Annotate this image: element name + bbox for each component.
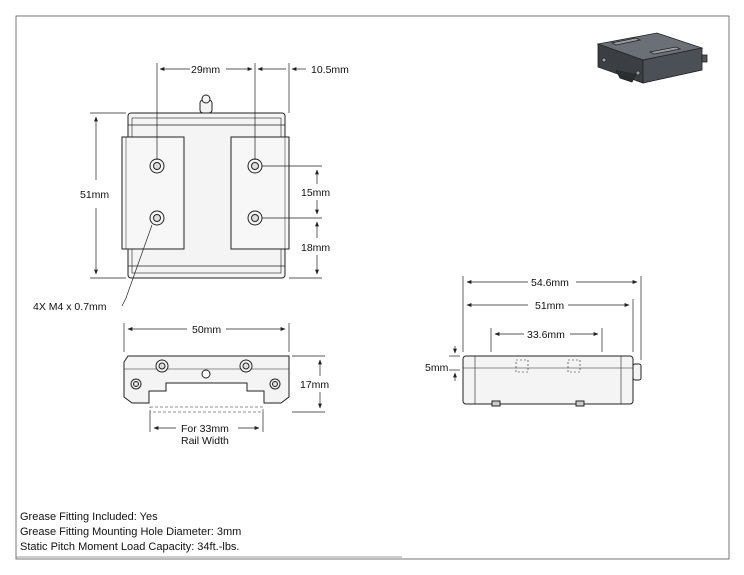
side-view-dimensions	[449, 276, 642, 381]
dim-15mm: 15mm	[301, 187, 330, 199]
front-view-dimensions	[123, 323, 325, 432]
dim-29mm: 29mm	[191, 64, 220, 76]
spec-moment-load-capacity: Static Pitch Moment Load Capacity: 34ft.…	[20, 541, 240, 553]
sheet-border	[15, 15, 730, 560]
dim-51mm-top: 51mm	[80, 189, 109, 201]
front-view	[123, 355, 290, 413]
dim-18mm: 18mm	[301, 242, 330, 254]
side-view	[462, 355, 642, 407]
dim-54-6mm: 54.6mm	[531, 277, 569, 289]
top-view-dimensions	[90, 63, 322, 307]
dim-33-6mm: 33.6mm	[527, 329, 565, 341]
dim-51mm-side: 51mm	[535, 300, 564, 312]
top-view	[121, 94, 290, 279]
dim-10-5mm: 10.5mm	[311, 64, 349, 76]
spec-grease-fitting-included: Grease Fitting Included: Yes	[20, 511, 158, 523]
spec-grease-hole-diameter: Grease Fitting Mounting Hole Diameter: 3…	[20, 526, 242, 538]
dim-50mm: 50mm	[192, 324, 221, 336]
hole-callout: 4X M4 x 0.7mm	[33, 301, 107, 313]
dim-17mm: 17mm	[300, 379, 329, 391]
dim-5mm: 5mm	[425, 362, 449, 374]
isometric-view	[596, 32, 708, 84]
rail-width-line-2: Rail Width	[181, 435, 229, 447]
rail-width-line-1: For 33mm	[181, 423, 229, 435]
